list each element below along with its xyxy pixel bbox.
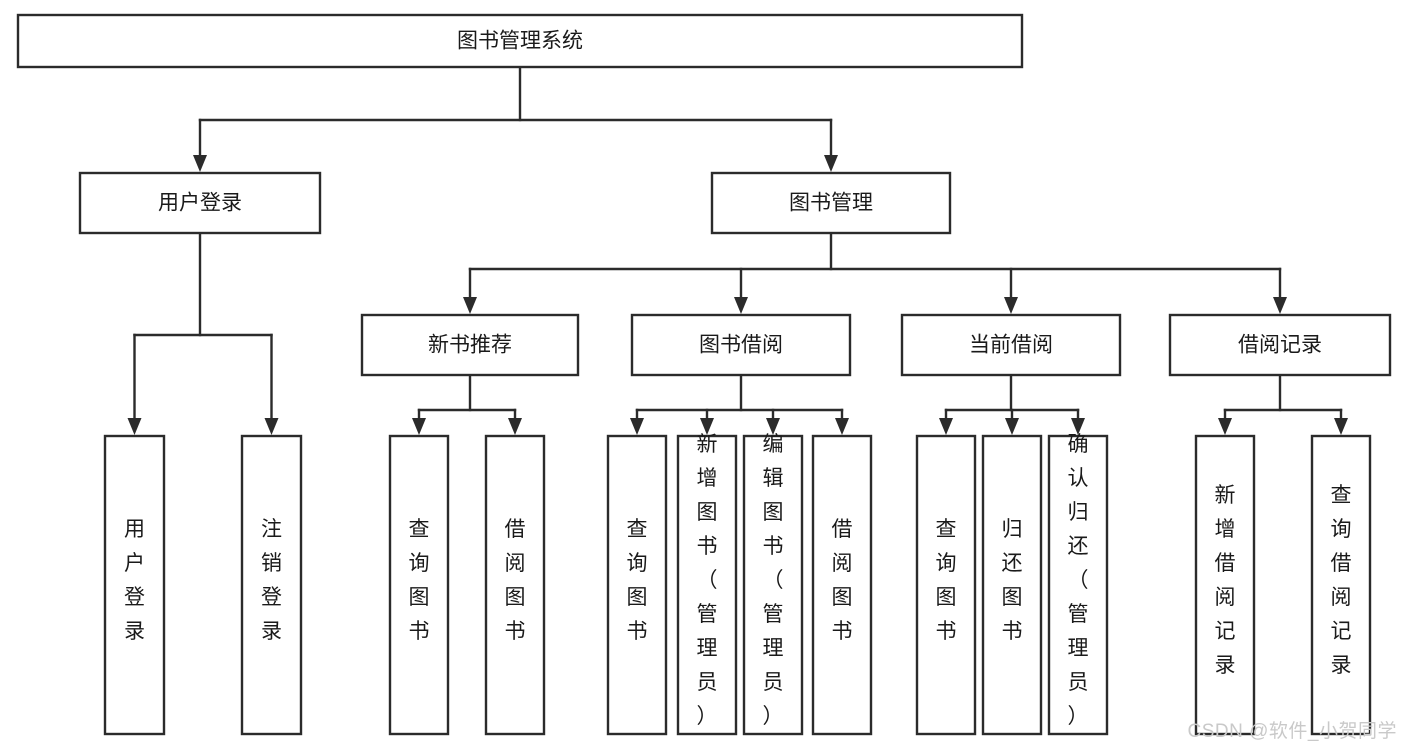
node-label: 新增图书（管理员） (697, 433, 718, 728)
arrow-head-icon (835, 418, 849, 435)
node-level3-当前借阅[interactable]: 当前借阅 (900, 313, 1122, 377)
node-label: 借阅记录 (1238, 334, 1322, 357)
node-leaf-查询图书[interactable]: 查询图书 (388, 434, 450, 736)
arrow-head-icon (700, 418, 714, 435)
node-label: 借阅图书 (832, 518, 853, 643)
node-label: 查询图书 (936, 518, 957, 643)
node-level3-借阅记录[interactable]: 借阅记录 (1168, 313, 1392, 377)
node-leaf-借阅图书[interactable]: 借阅图书 (811, 434, 873, 736)
node-label: 新增借阅记录 (1215, 484, 1236, 677)
csdn-watermark: CSDN @软件_小贺同学 (1187, 721, 1397, 742)
arrow-head-icon (1218, 418, 1232, 435)
arrow-head-icon (1273, 297, 1287, 314)
arrow-head-icon (1005, 418, 1019, 435)
node-label: 注销登录 (261, 518, 282, 643)
arrow-head-icon (127, 418, 142, 435)
node-label: 图书借阅 (699, 334, 783, 357)
node-leaf-归还图书[interactable]: 归还图书 (981, 434, 1043, 736)
node-label: 查询借阅记录 (1331, 484, 1352, 677)
node-label: 归还图书 (1002, 518, 1023, 643)
arrow-head-icon (264, 418, 279, 435)
node-root-图书管理系统[interactable]: 图书管理系统 (16, 13, 1024, 69)
connectors-layer (127, 65, 1348, 435)
arrow-head-icon (766, 418, 780, 435)
node-label: 查询图书 (627, 518, 648, 643)
node-leaf-编辑图书（管理员）[interactable]: 编辑图书（管理员） (742, 433, 804, 736)
node-leaf-注销登录[interactable]: 注销登录 (240, 434, 303, 736)
node-label: 新书推荐 (428, 334, 512, 357)
node-leaf-查询借阅记录[interactable]: 查询借阅记录 (1310, 434, 1372, 736)
arrow-head-icon (463, 297, 477, 314)
node-label: 图书管理系统 (457, 30, 583, 53)
node-leaf-新增借阅记录[interactable]: 新增借阅记录 (1194, 434, 1256, 736)
node-leaf-用户登录[interactable]: 用户登录 (103, 434, 166, 736)
arrow-head-icon (412, 418, 426, 435)
node-leaf-新增图书（管理员）[interactable]: 新增图书（管理员） (676, 433, 738, 736)
arrow-head-icon (824, 155, 838, 172)
node-label: 确认归还（管理员） (1068, 433, 1089, 728)
arrow-head-icon (734, 297, 748, 314)
node-label: 查询图书 (409, 518, 430, 643)
node-leaf-借阅图书[interactable]: 借阅图书 (484, 434, 546, 736)
node-label: 用户登录 (158, 192, 242, 215)
node-label: 当前借阅 (969, 334, 1053, 357)
arrow-head-icon (1071, 418, 1085, 435)
arrow-head-icon (1004, 297, 1018, 314)
node-leaf-查询图书[interactable]: 查询图书 (606, 434, 668, 736)
node-leaf-查询图书[interactable]: 查询图书 (915, 434, 977, 736)
arrow-head-icon (193, 155, 207, 172)
nodes-layer: 图书管理系统用户登录图书管理新书推荐图书借阅当前借阅借阅记录用户登录注销登录查询… (16, 13, 1392, 736)
arrow-head-icon (630, 418, 644, 435)
node-label: 借阅图书 (505, 518, 526, 643)
node-level2-图书管理[interactable]: 图书管理 (710, 171, 952, 235)
arrow-head-icon (1334, 418, 1348, 435)
node-leaf-确认归还（管理员）[interactable]: 确认归还（管理员） (1047, 433, 1109, 736)
node-label: 图书管理 (789, 192, 873, 215)
node-level3-新书推荐[interactable]: 新书推荐 (360, 313, 580, 377)
arrow-head-icon (939, 418, 953, 435)
arrow-head-icon (508, 418, 522, 435)
node-level3-图书借阅[interactable]: 图书借阅 (630, 313, 852, 377)
node-level2-用户登录[interactable]: 用户登录 (78, 171, 322, 235)
node-label: 用户登录 (124, 518, 145, 643)
node-label: 编辑图书（管理员） (763, 433, 784, 728)
